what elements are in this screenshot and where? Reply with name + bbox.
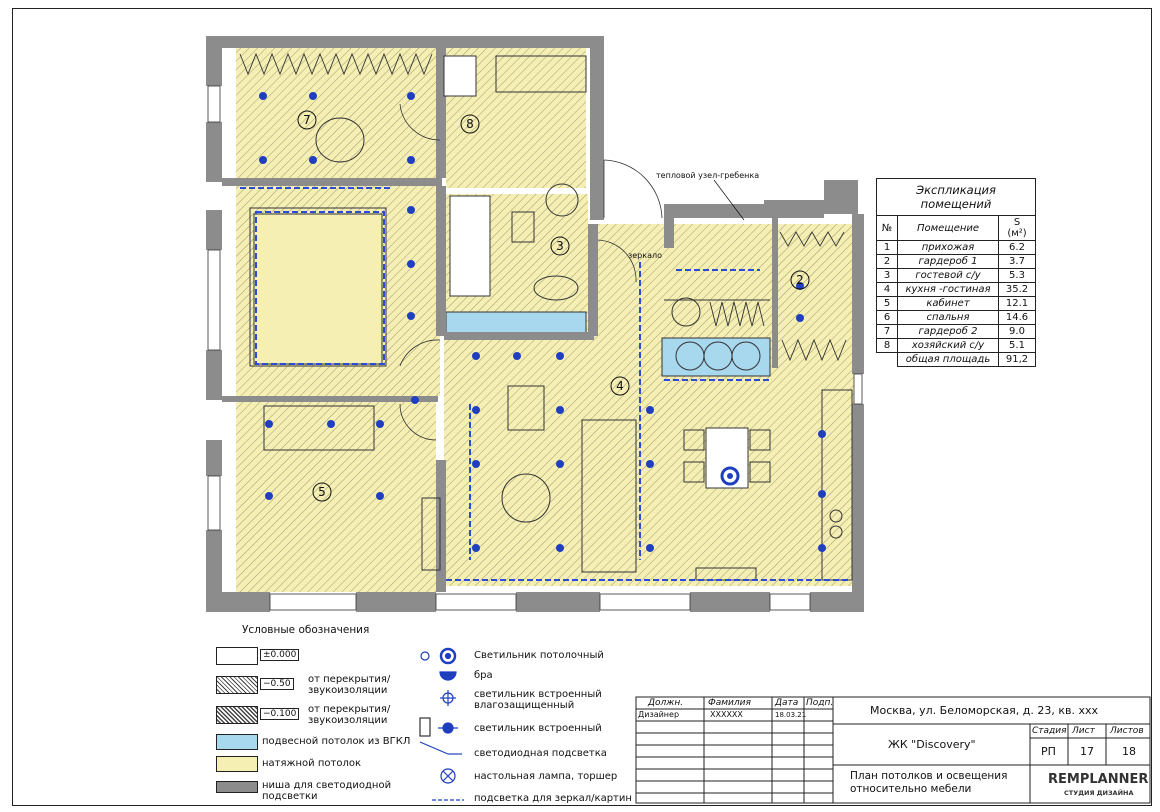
stamp-sheet: 17 xyxy=(1080,745,1094,758)
doors xyxy=(399,103,663,441)
total-value: 91,2 xyxy=(998,352,1036,367)
legend-label-4: натяжной потолок xyxy=(262,758,361,769)
stamp-sheets: 18 xyxy=(1122,745,1136,758)
legend-label-5: ниша для светодиодной подсветки xyxy=(262,780,392,802)
legend-label-3: подвесной потолок из ВГКЛ xyxy=(262,736,411,747)
stamp-col-surname: Фамилия xyxy=(708,698,751,708)
legend-symbol-1: бра xyxy=(474,670,493,681)
room-number-7: 7 xyxy=(303,113,311,127)
pendant-lamp xyxy=(720,466,740,486)
note-heat-node: тепловой узел-гребенка xyxy=(656,171,759,180)
stamp-project: ЖК "Discovery" xyxy=(888,738,976,751)
stamp-date: 18.03.21 xyxy=(775,711,807,719)
windows xyxy=(207,85,863,611)
stamp-stage-label: Стадия xyxy=(1032,726,1067,736)
legend-swatch-plain xyxy=(216,647,258,665)
legend-symbol-6: подсветка для зеркал/картин xyxy=(474,793,632,804)
stamp-brand-logo: REMPLANNER xyxy=(1048,772,1149,787)
room-number-2: 2 xyxy=(796,273,804,287)
drawing-frame xyxy=(12,8,1152,806)
stamp-stage: РП xyxy=(1041,745,1056,758)
legend-code-2: −0.100 xyxy=(260,708,300,720)
stamp-address: Москва, ул. Беломорская, д. 23, кв. xxx xyxy=(870,704,1099,717)
stamp-role: Дизайнер xyxy=(638,710,680,719)
plan-notes: тепловой узел-гребенка зеркало xyxy=(628,171,759,260)
explication-table: Экспликация помещений № Помещение S (м²)… xyxy=(876,178,1036,367)
wardrobe-hangers xyxy=(239,52,847,362)
col-area: S (м²) xyxy=(998,215,1036,241)
legend-symbol-4: светодиодная подсветка xyxy=(474,748,607,759)
room-number-4: 4 xyxy=(616,379,624,393)
stamp-col-position: Должн. xyxy=(648,698,684,708)
legend-title: Условные обозначения xyxy=(242,624,370,636)
room-number-8: 8 xyxy=(466,117,474,131)
explication-title: Экспликация помещений xyxy=(876,178,1036,216)
legend-swatch-hatch-1 xyxy=(216,676,258,694)
room-numbers: 7 8 3 2 4 5 xyxy=(297,110,810,502)
room-number-5: 5 xyxy=(318,485,326,499)
legend-swatch-hatch-2 xyxy=(216,706,258,724)
legend-code-1: −0.50 xyxy=(260,678,294,690)
stamp-col-date: Дата xyxy=(775,698,799,708)
legend-symbol-3: светильник встроенный xyxy=(474,723,602,734)
legend-code-0: ±0.000 xyxy=(260,649,300,661)
stamp-brand-sub: СТУДИЯ ДИЗАЙНА xyxy=(1064,789,1134,797)
walls xyxy=(206,36,864,612)
col-name: Помещение xyxy=(897,215,999,241)
led-strips xyxy=(240,187,850,581)
stamp-col-sign: Подп. xyxy=(806,698,834,708)
legend-symbol-0: Светильник потолочный xyxy=(474,650,604,661)
stamp-surname: XXXXXX xyxy=(710,710,743,719)
note-mirror: зеркало xyxy=(628,251,662,260)
col-num: № xyxy=(876,215,898,241)
recessed-lamps xyxy=(259,92,826,552)
legend-symbol-5: настольная лампа, торшер xyxy=(474,771,618,782)
legend-symbols xyxy=(419,647,464,801)
room-number-3: 3 xyxy=(556,239,564,253)
legend-swatch-gkl xyxy=(216,734,258,750)
stamp-sheet-label: Лист xyxy=(1072,726,1095,736)
legend-symbol-2: светильник встроенный влагозащищенный xyxy=(474,689,602,711)
legend-swatch-niche xyxy=(216,781,258,793)
stamp-drawing-title: План потолков и освещения относительно м… xyxy=(850,770,1008,795)
legend-label-1: от перекрытия/ звукоизоляции xyxy=(308,674,391,696)
stamp-sheets-label: Листов xyxy=(1110,726,1144,736)
legend-label-2: от перекрытия/ звукоизоляции xyxy=(308,704,391,726)
legend-swatch-stretch xyxy=(216,756,258,772)
total-label: общая площадь xyxy=(897,352,999,367)
furniture xyxy=(249,55,853,581)
